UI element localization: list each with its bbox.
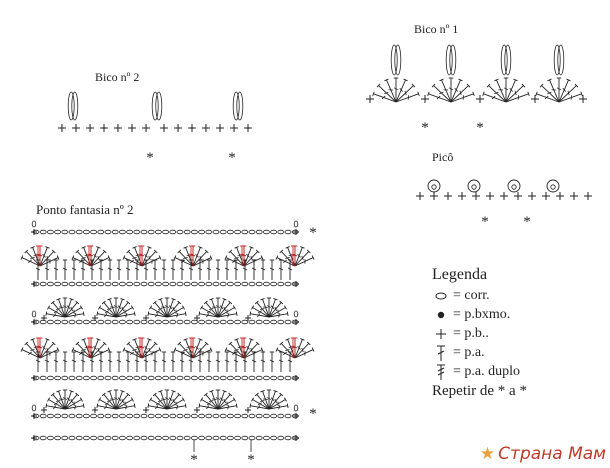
pico-title: Picô: [432, 150, 454, 164]
legend-item-double-treble: = p.a. duplo: [432, 362, 527, 381]
fantasia-chart: * * * *: [20, 220, 317, 468]
legend: Legenda = corr. = p.bxmo. = p.b.. = p.a.…: [432, 266, 527, 400]
legend-label-treble: = p.a.: [453, 344, 485, 360]
legend-label-chain: = corr.: [453, 287, 490, 303]
bico-2-chart: **: [58, 91, 252, 166]
chain-oval-icon: [432, 291, 450, 301]
repeat-mark: *: [309, 406, 317, 422]
bico-1-title: Bico nº 1: [414, 22, 459, 36]
repeat-mark: *: [481, 214, 489, 230]
legend-label-double-treble: = p.a. duplo: [453, 363, 520, 379]
repeat-mark: *: [476, 120, 484, 136]
bico-2-title: Bico nº 2: [95, 70, 140, 84]
repeat-note: Repetir de * a *: [432, 383, 527, 399]
repeat-mark: *: [190, 452, 198, 468]
legend-title: Legenda: [432, 266, 488, 283]
legend-item-chain: = corr.: [432, 286, 527, 305]
legend-item-slip: = p.bxmo.: [432, 305, 527, 324]
pico-chart: **: [416, 179, 592, 230]
dot-icon: [432, 310, 450, 320]
legend-label-slip: = p.bxmo.: [453, 306, 511, 322]
repeat-mark: *: [228, 150, 236, 166]
repeat-mark: *: [523, 214, 531, 230]
bico-1-chart: **: [366, 44, 587, 136]
repeat-mark: *: [309, 225, 317, 241]
watermark-text: Страна Мам: [498, 444, 606, 464]
repeat-mark: *: [247, 452, 255, 468]
star-icon: ★: [479, 444, 496, 464]
legend-label-single: = p.b..: [453, 325, 489, 341]
double-treble-icon: [432, 363, 450, 381]
legend-item-treble: = p.a.: [432, 343, 527, 362]
fantasia-title: Ponto fantasia nº 2: [36, 202, 134, 217]
treble-icon: [432, 344, 450, 362]
plus-icon: [432, 327, 450, 341]
watermark: ★Страна Мам: [480, 444, 606, 464]
legend-item-single: = p.b..: [432, 324, 527, 343]
repeat-mark: *: [421, 120, 429, 136]
repeat-mark: *: [146, 150, 154, 166]
